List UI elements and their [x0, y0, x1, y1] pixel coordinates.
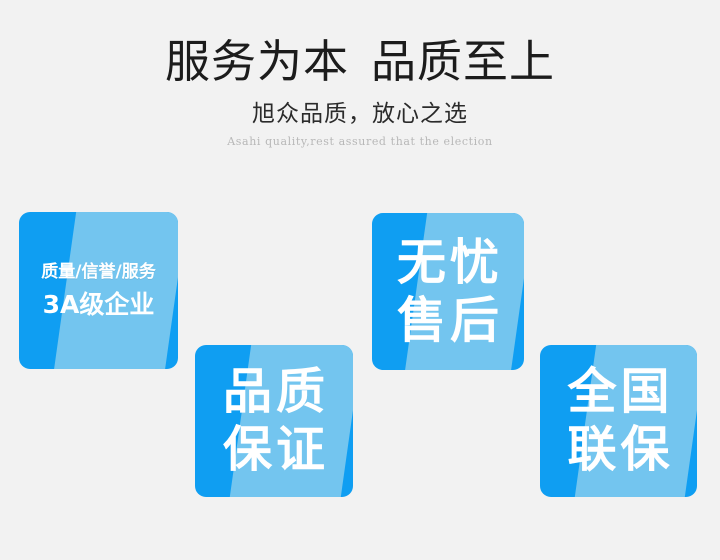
card-content: 无忧 售后: [372, 213, 524, 370]
card-content: 全国 联保: [540, 345, 697, 497]
page-subtitle-english: Asahi quality,rest assured that the elec…: [227, 135, 493, 148]
card-content: 质量/信誉/服务 3A级企业: [19, 212, 178, 369]
card-warranty-line2: 联保: [567, 421, 674, 478]
card-aaa-line1: 质量/信誉/服务: [41, 261, 156, 282]
card-content: 品质 保证: [195, 345, 353, 497]
card-quality-line2: 保证: [222, 421, 329, 478]
card-service-line1: 无忧: [396, 233, 503, 291]
page-subtitle: 旭众品质，放心之选: [252, 101, 468, 127]
header-block: 服务为本品质至上 旭众品质，放心之选 Asahi quality,rest as…: [0, 34, 720, 149]
page-title: 服务为本品质至上: [0, 34, 720, 90]
feature-card-worry-free-service: 无忧 售后: [372, 213, 524, 370]
card-quality-line1: 品质: [222, 363, 329, 420]
feature-card-aaa-enterprise: 质量/信誉/服务 3A级企业: [19, 212, 178, 369]
headline-right: 品质至上: [371, 35, 556, 88]
feature-card-national-warranty: 全国 联保: [540, 345, 697, 497]
card-warranty-line1: 全国: [567, 363, 674, 420]
headline-left: 服务为本: [164, 35, 349, 88]
card-aaa-line2: 3A级企业: [42, 289, 155, 319]
feature-card-quality-guarantee: 品质 保证: [195, 345, 353, 497]
card-service-line2: 售后: [396, 291, 503, 349]
